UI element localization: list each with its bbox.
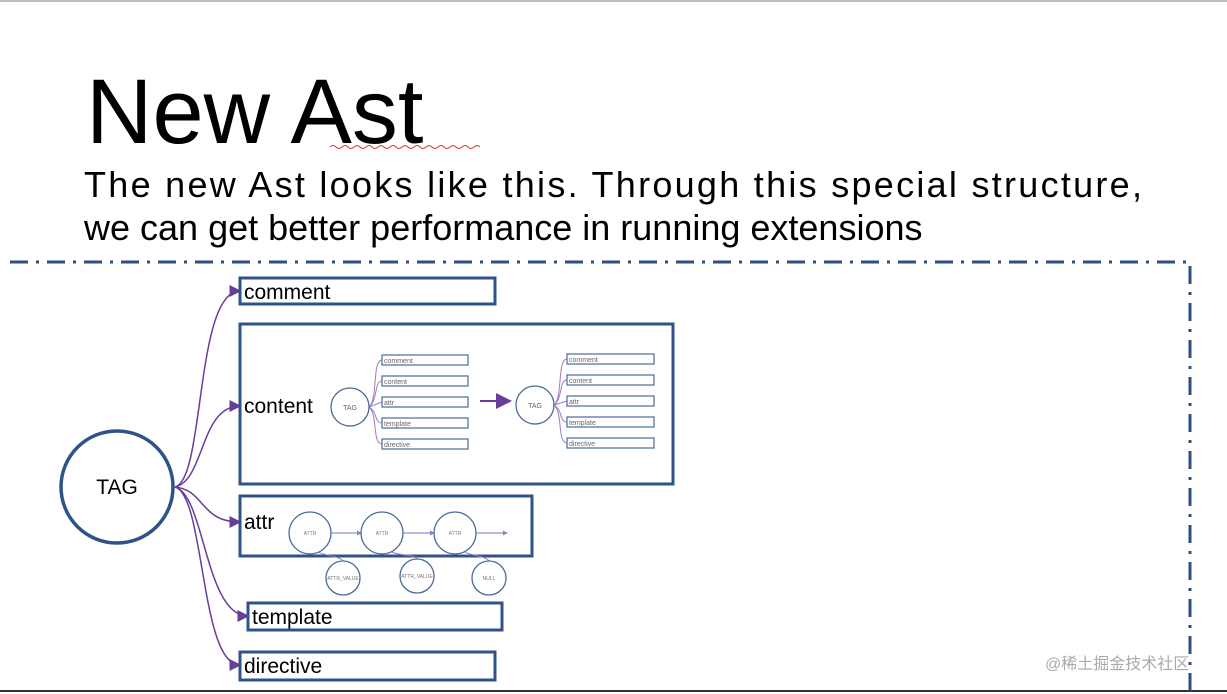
svg-text:content: content <box>244 395 313 418</box>
connectors <box>174 285 250 671</box>
svg-text:template: template <box>569 420 596 427</box>
svg-text:ATTR_VALUE: ATTR_VALUE <box>327 576 359 582</box>
svg-text:TAG: TAG <box>343 405 357 412</box>
node-comment: comment <box>238 276 497 306</box>
svg-text:comment: comment <box>569 357 598 364</box>
svg-text:directive: directive <box>384 442 410 449</box>
svg-text:directive: directive <box>569 441 595 448</box>
node-template: template <box>246 601 504 632</box>
svg-text:content: content <box>569 378 592 385</box>
svg-text:comment: comment <box>244 281 331 304</box>
svg-text:ATTR_VALUE: ATTR_VALUE <box>401 574 433 580</box>
svg-text:TAG: TAG <box>528 403 542 410</box>
svg-text:..: .. <box>510 531 513 537</box>
svg-text:content: content <box>384 379 407 386</box>
svg-text:template: template <box>252 606 333 629</box>
watermark: @稀土掘金技术社区 <box>1045 655 1189 673</box>
svg-text:TAG: TAG <box>96 476 138 499</box>
svg-text:ATTR: ATTR <box>376 531 389 537</box>
inner-tree-before: TAG comment content attr template direct… <box>330 354 469 450</box>
node-directive: directive <box>238 650 497 682</box>
svg-text:attr: attr <box>384 400 395 407</box>
svg-text:comment: comment <box>384 358 413 365</box>
svg-text:directive: directive <box>244 655 322 678</box>
subtitle-line-2: we can get better performance in running… <box>83 207 923 248</box>
svg-text:template: template <box>384 421 411 428</box>
subtitle-line-1: The new Ast looks like this. Through thi… <box>84 164 1142 205</box>
svg-text:ATTR: ATTR <box>304 531 317 537</box>
svg-text:NULL: NULL <box>483 576 496 582</box>
inner-tree-after: TAG comment content attr template direct… <box>515 353 655 449</box>
svg-text:attr: attr <box>244 511 274 534</box>
svg-text:attr: attr <box>569 399 580 406</box>
root-tag-node: TAG <box>59 429 175 545</box>
spellcheck-underline <box>329 145 481 149</box>
svg-text:ATTR: ATTR <box>449 531 462 537</box>
attr-chain: .. ATTR ATTR ATTR ATTR_VALUE ATTR_VALUE … <box>288 511 513 596</box>
